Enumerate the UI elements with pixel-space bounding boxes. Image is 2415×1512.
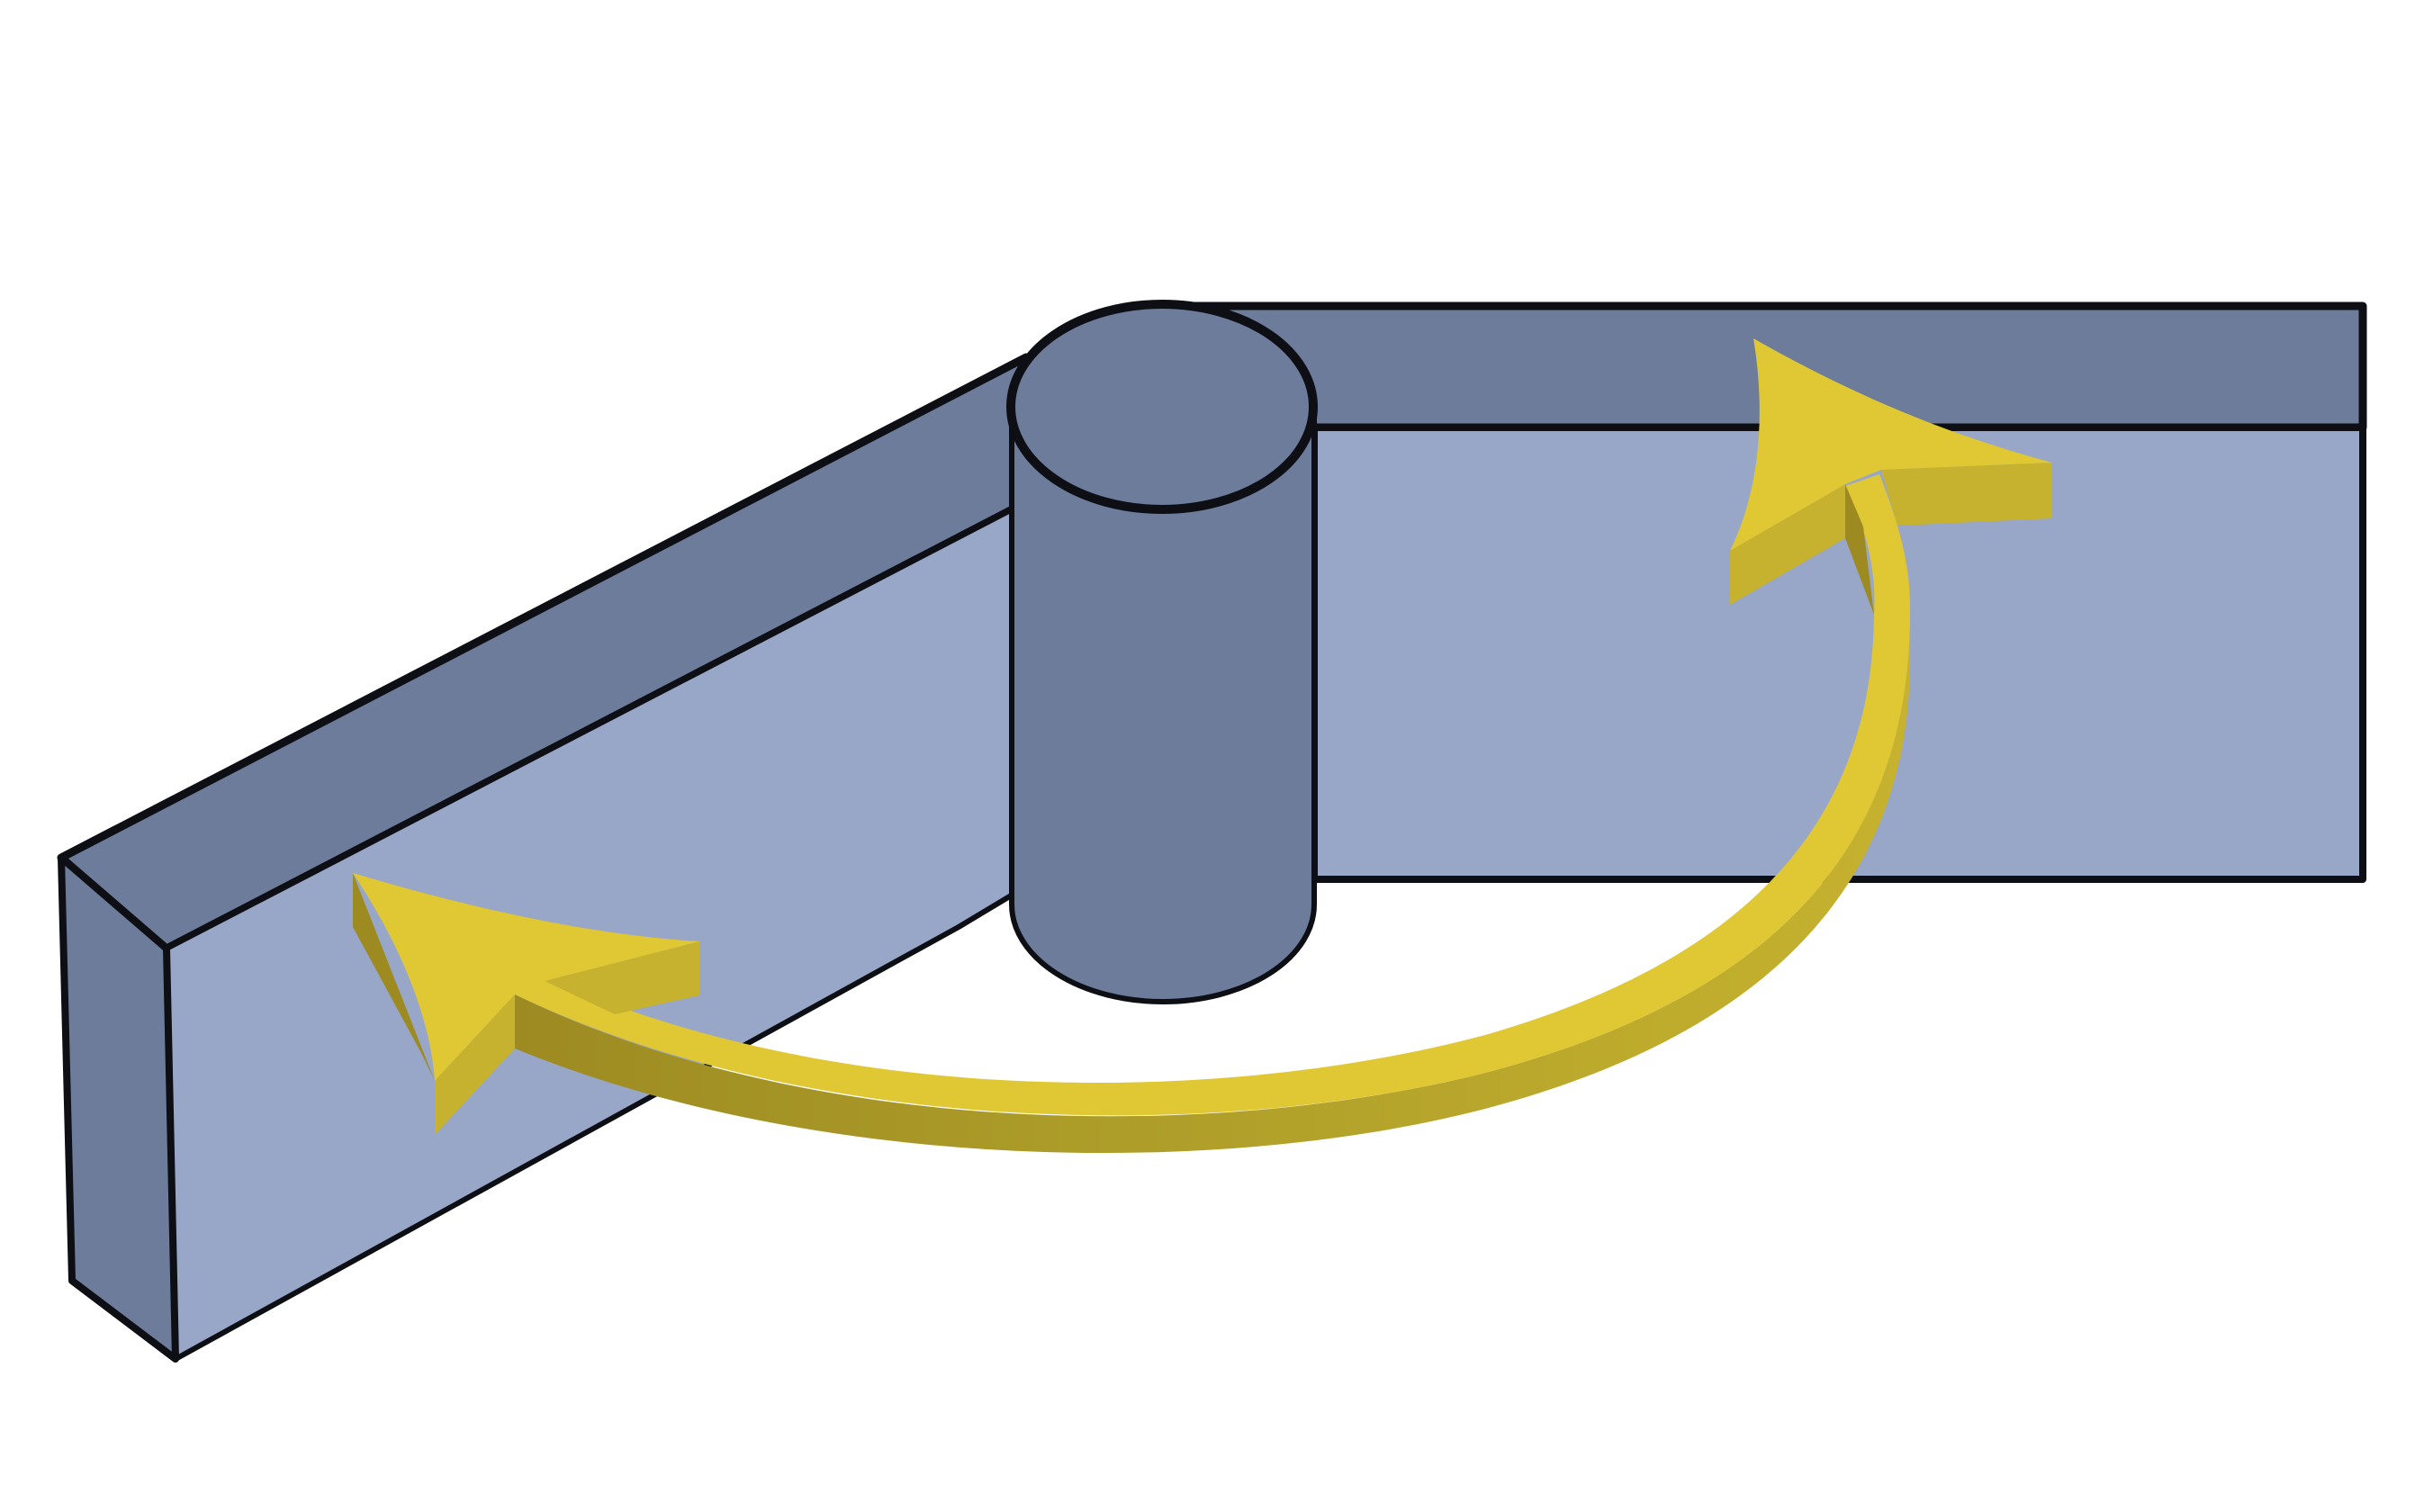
left-arrowhead-side-3 [353, 873, 435, 1081]
hinge-pin-top-cap [1006, 300, 1318, 514]
left-arrowhead [353, 873, 699, 1081]
left-arrowhead-side [545, 941, 699, 1014]
left-arrowhead-side-2 [435, 994, 515, 1135]
hinge-pin-body [1009, 404, 1317, 1004]
left-panel [57, 353, 1031, 1363]
right-arrowhead [1730, 338, 2052, 551]
right-arrowhead-side-3 [1845, 484, 1874, 615]
hinge-pin [1006, 300, 1318, 1004]
rotation-arrow [353, 338, 2052, 1154]
left-panel-end-face [58, 854, 179, 1363]
right-arrowhead-side-2 [1730, 484, 1845, 605]
right-arrowhead-side [1881, 463, 2052, 526]
